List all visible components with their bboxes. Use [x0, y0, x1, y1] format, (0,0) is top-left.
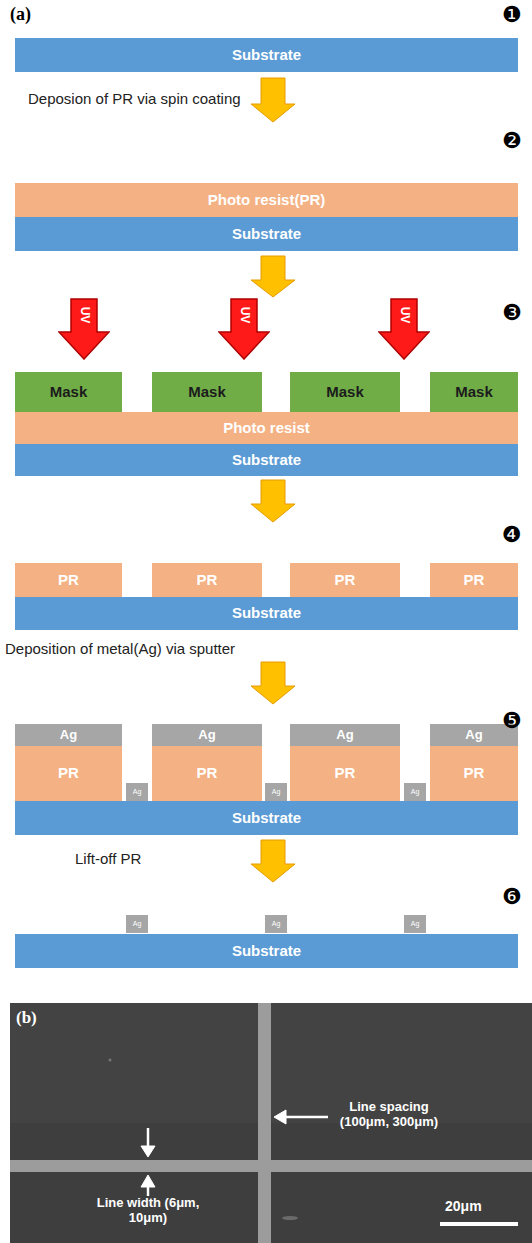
sem-image — [10, 1003, 532, 1243]
layer-label: Photo resist(PR) — [208, 192, 326, 209]
uv-arrow: UV — [218, 298, 270, 360]
layer-label: Ag — [60, 728, 77, 742]
silver-line: Ag — [126, 915, 148, 933]
photomask-block: Mask — [290, 372, 400, 412]
pointer-head — [274, 1110, 286, 1124]
silver-line: Ag — [265, 783, 287, 801]
layer-label: PR — [464, 572, 485, 589]
layer-label: Mask — [188, 384, 226, 401]
layer-label: Substrate — [232, 452, 301, 469]
layer-label: UV — [397, 307, 410, 324]
substrate-layer: Substrate — [15, 934, 518, 968]
sem-speck — [109, 1059, 112, 1062]
callout-text: Line spacing (100μm, 300μm) — [330, 1100, 448, 1130]
pointer-head — [141, 1146, 155, 1157]
sem-speck — [282, 1216, 298, 1220]
uv-arrow-outline — [379, 299, 429, 359]
silver-film: Ag — [15, 724, 122, 746]
step-arrow — [251, 256, 295, 297]
sem-vertical-line — [258, 1003, 271, 1243]
layer-label: Ag — [272, 788, 281, 796]
step-caption: Deposion of PR via spin coating — [28, 90, 241, 107]
step-arrow — [251, 840, 295, 882]
photoresist-layer: PR — [152, 746, 262, 801]
layer-label: Ag — [133, 788, 142, 796]
layer-label: PR — [335, 765, 356, 782]
photoresist-layer: PR — [290, 746, 400, 801]
layer-label: Substrate — [232, 605, 301, 622]
substrate-layer: Substrate — [15, 444, 518, 476]
step-caption: Deposition of metal(Ag) via sputter — [5, 640, 235, 657]
layer-label: Mask — [50, 384, 88, 401]
scale-bar — [440, 1222, 518, 1226]
photomask-block: Mask — [430, 372, 518, 412]
layer-label: Substrate — [232, 943, 301, 960]
silver-line: Ag — [126, 783, 148, 801]
layer-label: PR — [335, 572, 356, 589]
layer-label: Substrate — [232, 226, 301, 243]
silver-line: Ag — [404, 783, 426, 801]
layer-label: Mask — [455, 384, 493, 401]
layer-label: Ag — [465, 728, 482, 742]
silver-film: Ag — [290, 724, 400, 746]
substrate-layer: Substrate — [15, 38, 518, 72]
substrate-layer: Substrate — [15, 597, 518, 630]
step-arrow — [251, 662, 295, 704]
layer-label: Substrate — [232, 47, 301, 64]
callout-text: Line width (6μm, 10μm) — [89, 1196, 207, 1226]
layer-label: Ag — [411, 920, 420, 928]
photoresist-layer: PR — [290, 563, 400, 597]
photomask-block: Mask — [15, 372, 122, 412]
step-arrow — [251, 480, 295, 522]
photoresist-layer: Photo resist(PR) — [15, 183, 518, 217]
layer-label: PR — [58, 765, 79, 782]
panel-label: (a) — [10, 4, 31, 25]
silver-line: Ag — [265, 915, 287, 933]
photoresist-layer: PR — [430, 563, 518, 597]
layer-label: PR — [197, 765, 218, 782]
layer-label: PR — [197, 572, 218, 589]
photoresist-layer: PR — [15, 746, 122, 801]
silver-line: Ag — [404, 915, 426, 933]
uv-arrow: UV — [58, 298, 110, 360]
step-number: ❹ — [502, 522, 522, 547]
photoresist-layer: PR — [15, 563, 122, 597]
layer-label: Photo resist — [223, 420, 310, 437]
layer-label: Substrate — [232, 810, 301, 827]
layer-label: PR — [464, 765, 485, 782]
panel-label: (b) — [16, 1008, 37, 1028]
substrate-layer: Substrate — [15, 801, 518, 835]
layer-label: Ag — [411, 788, 420, 796]
pointer-head — [141, 1175, 155, 1187]
layer-label: Ag — [272, 920, 281, 928]
uv-arrow-outline — [219, 299, 269, 359]
layer-label: Mask — [326, 384, 364, 401]
silver-film: Ag — [152, 724, 262, 746]
layer-label: UV — [77, 307, 90, 324]
step-number: ❻ — [502, 884, 522, 909]
step-arrow — [251, 78, 295, 122]
pointer-arrow — [147, 1128, 150, 1148]
step-caption: Lift-off PR — [75, 850, 141, 867]
step-number: ❶ — [502, 2, 522, 27]
photoresist-layer: Photo resist — [15, 412, 518, 444]
uv-arrow: UV — [378, 298, 430, 360]
photoresist-layer: PR — [152, 563, 262, 597]
layer-label: Ag — [336, 728, 353, 742]
step-number: ❷ — [502, 128, 522, 153]
scale-label: 20μm — [445, 1198, 482, 1214]
step-number: ❸ — [502, 300, 522, 325]
uv-arrow-outline — [59, 299, 109, 359]
pointer-arrow — [282, 1116, 328, 1119]
layer-label: UV — [237, 307, 250, 324]
substrate-layer: Substrate — [15, 217, 518, 251]
layer-label: Ag — [198, 728, 215, 742]
photomask-block: Mask — [152, 372, 262, 412]
layer-label: Ag — [133, 920, 142, 928]
photoresist-layer: PR — [430, 746, 518, 801]
layer-label: PR — [58, 572, 79, 589]
step-number: ❺ — [502, 708, 522, 733]
